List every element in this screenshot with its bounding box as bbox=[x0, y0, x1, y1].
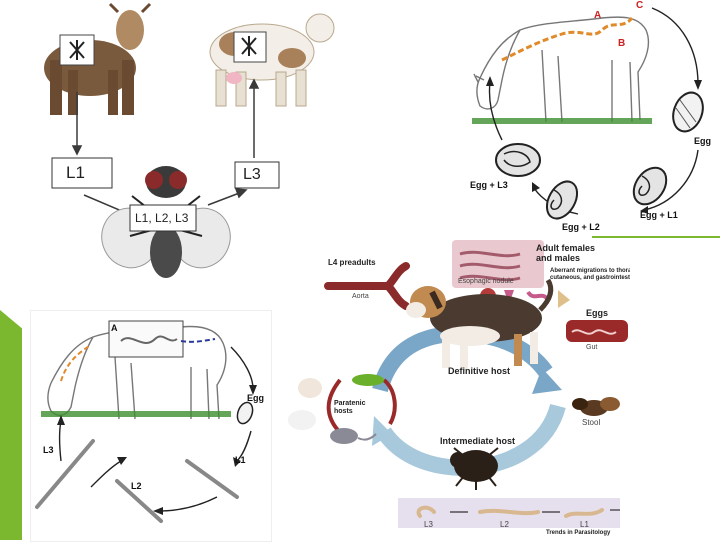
larva-l2-label: L2 bbox=[500, 520, 509, 529]
label-a: A bbox=[111, 323, 118, 333]
grass bbox=[472, 118, 652, 124]
l4-preadults-label: L4 preadults bbox=[328, 258, 376, 267]
dog-spirocerca-cycle-panel: L4 preadults Aorta Adult females and mal… bbox=[280, 240, 630, 540]
cow-fly-diagram bbox=[44, 2, 335, 278]
gut-label: Gut bbox=[586, 344, 598, 351]
adult-females-males-label: Adult females and males bbox=[536, 243, 596, 263]
cow-fly-cycle-panel: L1 L3 L1, L2, L3 bbox=[30, 0, 360, 292]
aberrant-migrations-label: Aberrant migrations to thoracic, urinary… bbox=[550, 268, 630, 281]
larval-migration-path bbox=[60, 344, 92, 382]
egg-l3-illustration bbox=[495, 143, 541, 177]
top-right-accent-line bbox=[592, 236, 720, 238]
l3-larva bbox=[35, 439, 95, 509]
paratenic-hosts-label: Paratenic hosts bbox=[334, 400, 366, 415]
l3-label: L3 bbox=[243, 166, 261, 183]
eggs-label: Eggs bbox=[586, 308, 609, 318]
larva-l1-label: L1 bbox=[580, 520, 589, 529]
horse-egg-cycle-diagram bbox=[472, 7, 704, 220]
grass bbox=[41, 411, 231, 417]
fly-label-box bbox=[129, 204, 197, 232]
label-a: A bbox=[594, 10, 602, 21]
fly-larvae-label: L1, L2, L3 bbox=[135, 211, 189, 225]
egg-illustration bbox=[672, 91, 704, 133]
label-l1: L1 bbox=[235, 455, 246, 465]
label-b: B bbox=[618, 38, 626, 49]
label-egg-l2: Egg + L2 bbox=[562, 222, 600, 232]
egg-l1-illustration bbox=[632, 166, 668, 206]
larva-l3-label: L3 bbox=[424, 520, 433, 529]
definitive-host-label: Definitive host bbox=[448, 366, 511, 376]
horse-outline-illustration bbox=[473, 16, 650, 123]
esophagic-nodule-label: Esophagic nodule bbox=[458, 278, 514, 285]
label-egg: Egg bbox=[694, 136, 711, 146]
l2-larva bbox=[115, 479, 163, 523]
label-egg: Egg bbox=[247, 393, 264, 403]
infected-cow-illustration bbox=[44, 2, 152, 115]
larval-migration-path bbox=[501, 16, 634, 62]
left-accent-bar bbox=[0, 310, 22, 540]
credit-label: Trends in Parasitology bbox=[546, 530, 611, 536]
transmission-arrows bbox=[71, 78, 260, 222]
l1-larva bbox=[185, 459, 239, 499]
stool-illustration bbox=[572, 397, 620, 416]
cycle-arrowheads bbox=[57, 385, 257, 515]
cycle-arrowheads bbox=[486, 76, 702, 214]
dog-cycle-diagram bbox=[288, 240, 628, 528]
healthy-cow-illustration bbox=[209, 13, 335, 107]
l1-box bbox=[51, 157, 113, 189]
aorta-illustration bbox=[324, 262, 410, 310]
intermediate-host-label: Intermediate host bbox=[440, 436, 516, 446]
egg-l2-illustration bbox=[545, 180, 579, 220]
label-l3: L3 bbox=[43, 445, 54, 455]
label-egg-l3: Egg + L3 bbox=[470, 180, 508, 190]
cycle-arrows bbox=[488, 7, 699, 215]
dog-illustration bbox=[406, 278, 554, 370]
stool-label: Stool bbox=[582, 418, 601, 427]
l3-larva bbox=[416, 505, 436, 518]
aorta-label: Aorta bbox=[352, 293, 369, 300]
label-c: C bbox=[636, 0, 644, 11]
l2-larva bbox=[478, 508, 540, 516]
beetle-intermediate-host-illustration bbox=[450, 447, 499, 490]
l1-label: L1 bbox=[66, 163, 85, 182]
egg-illustration bbox=[236, 401, 254, 425]
horse-egg-cycle-panel: A B C Egg Egg + L1 Egg + L2 Egg + L3 bbox=[462, 0, 720, 236]
paratenic-hosts-illustration bbox=[288, 374, 384, 444]
label-egg-l1: Egg + L1 bbox=[640, 210, 678, 220]
l1-larva bbox=[564, 508, 604, 518]
horse-larva-cycle-diagram bbox=[35, 320, 257, 523]
l3-box bbox=[234, 161, 280, 189]
horse-larva-cycle-panel: A Egg L1 L2 L3 bbox=[30, 310, 272, 542]
organ-detail-box bbox=[108, 320, 184, 358]
label-l2: L2 bbox=[131, 481, 142, 491]
